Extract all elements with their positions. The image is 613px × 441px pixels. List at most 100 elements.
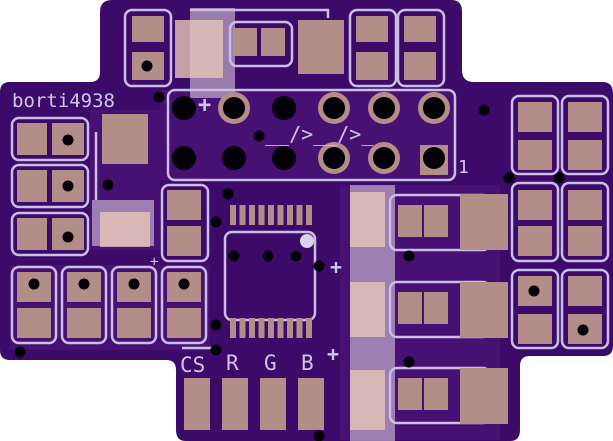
pin1-label: 1 — [458, 157, 469, 178]
ic-pin — [230, 205, 236, 225]
connector-hole — [323, 147, 345, 169]
pad — [233, 28, 257, 56]
ic-pin — [249, 205, 255, 225]
via — [577, 324, 589, 336]
via — [128, 278, 140, 290]
pad — [167, 308, 201, 338]
silk-outline — [160, 265, 208, 345]
silk-pad-overlay — [175, 20, 223, 78]
ic-pin — [306, 318, 312, 338]
pad — [356, 52, 388, 80]
pad — [261, 28, 285, 56]
pad — [424, 205, 448, 237]
ic-pin — [268, 205, 274, 225]
via — [210, 216, 222, 228]
pad — [568, 140, 602, 170]
pad — [102, 114, 148, 164]
ic-pin — [296, 205, 303, 225]
connector-pattern-label: __/>__/>_ — [265, 122, 374, 146]
silk-pad-overlay — [350, 192, 385, 247]
silk-outline — [123, 8, 173, 88]
silkscreen-overlays — [92, 8, 395, 441]
pad — [17, 308, 51, 338]
ic-pin — [258, 318, 265, 338]
connector-hole — [423, 147, 445, 169]
pad — [518, 226, 552, 256]
via — [313, 430, 325, 441]
connector-plus-label: + — [198, 93, 211, 118]
via — [210, 344, 222, 356]
silk-outline — [560, 181, 610, 263]
via — [28, 278, 40, 290]
silk-outline — [560, 268, 610, 350]
silk-outline — [510, 268, 560, 350]
pad-label-g: G — [264, 351, 277, 375]
pad — [222, 378, 248, 430]
silk-outline — [228, 20, 294, 68]
pad — [356, 16, 388, 42]
connector-hole — [272, 96, 296, 120]
ic-pin — [287, 205, 293, 225]
via — [553, 172, 565, 184]
via — [210, 319, 222, 331]
pad — [398, 378, 422, 410]
connector-hole — [423, 97, 445, 119]
pad — [460, 368, 508, 424]
board-name-label: borti4938 — [12, 90, 115, 112]
via — [503, 172, 515, 184]
pin1-marker — [300, 234, 314, 248]
via — [253, 130, 265, 142]
ic-pin — [249, 318, 255, 338]
silkscreen-outlines — [10, 8, 610, 425]
silk-pad-overlay — [350, 282, 385, 337]
silk-outline — [10, 116, 90, 162]
silk-pad-overlay — [100, 212, 150, 247]
led-plus-label-1: + — [330, 255, 342, 279]
via — [403, 356, 415, 368]
ic-pin — [306, 205, 312, 225]
silk-outline — [166, 88, 457, 182]
silk-outline — [10, 265, 58, 345]
silk-outline — [396, 8, 446, 88]
via — [313, 260, 325, 272]
pad — [17, 218, 47, 250]
pad — [404, 16, 436, 42]
pad — [260, 378, 286, 430]
led-plus-label-3: + — [150, 254, 158, 270]
silk-outline — [560, 94, 610, 176]
pad — [17, 170, 47, 202]
via — [62, 134, 74, 146]
pad — [398, 292, 422, 324]
silk-outline — [510, 94, 560, 176]
led-plus-label-2: + — [327, 342, 339, 366]
connector-hole — [223, 97, 245, 119]
via — [178, 278, 190, 290]
pad — [424, 378, 448, 410]
via — [102, 179, 114, 191]
silk-outline — [160, 183, 210, 263]
via — [62, 231, 74, 243]
ic-pin — [277, 318, 284, 338]
ic-pin — [268, 318, 274, 338]
silk-outline — [348, 8, 398, 88]
via — [478, 104, 490, 116]
pad — [568, 102, 602, 132]
pad — [518, 102, 552, 132]
pad — [518, 140, 552, 170]
pad — [460, 282, 508, 338]
pad — [518, 190, 552, 220]
connector-hole — [373, 147, 395, 169]
pad — [404, 52, 436, 80]
pad — [568, 226, 602, 256]
pad — [298, 20, 344, 74]
via — [141, 60, 153, 72]
connector-hole — [222, 146, 246, 170]
pad-label-cs: CS — [180, 353, 205, 377]
pad-label-b: B — [301, 351, 314, 375]
via — [78, 278, 90, 290]
ic-pin — [287, 318, 293, 338]
vias — [14, 60, 589, 441]
via — [14, 346, 26, 358]
silk-outline — [60, 265, 108, 345]
